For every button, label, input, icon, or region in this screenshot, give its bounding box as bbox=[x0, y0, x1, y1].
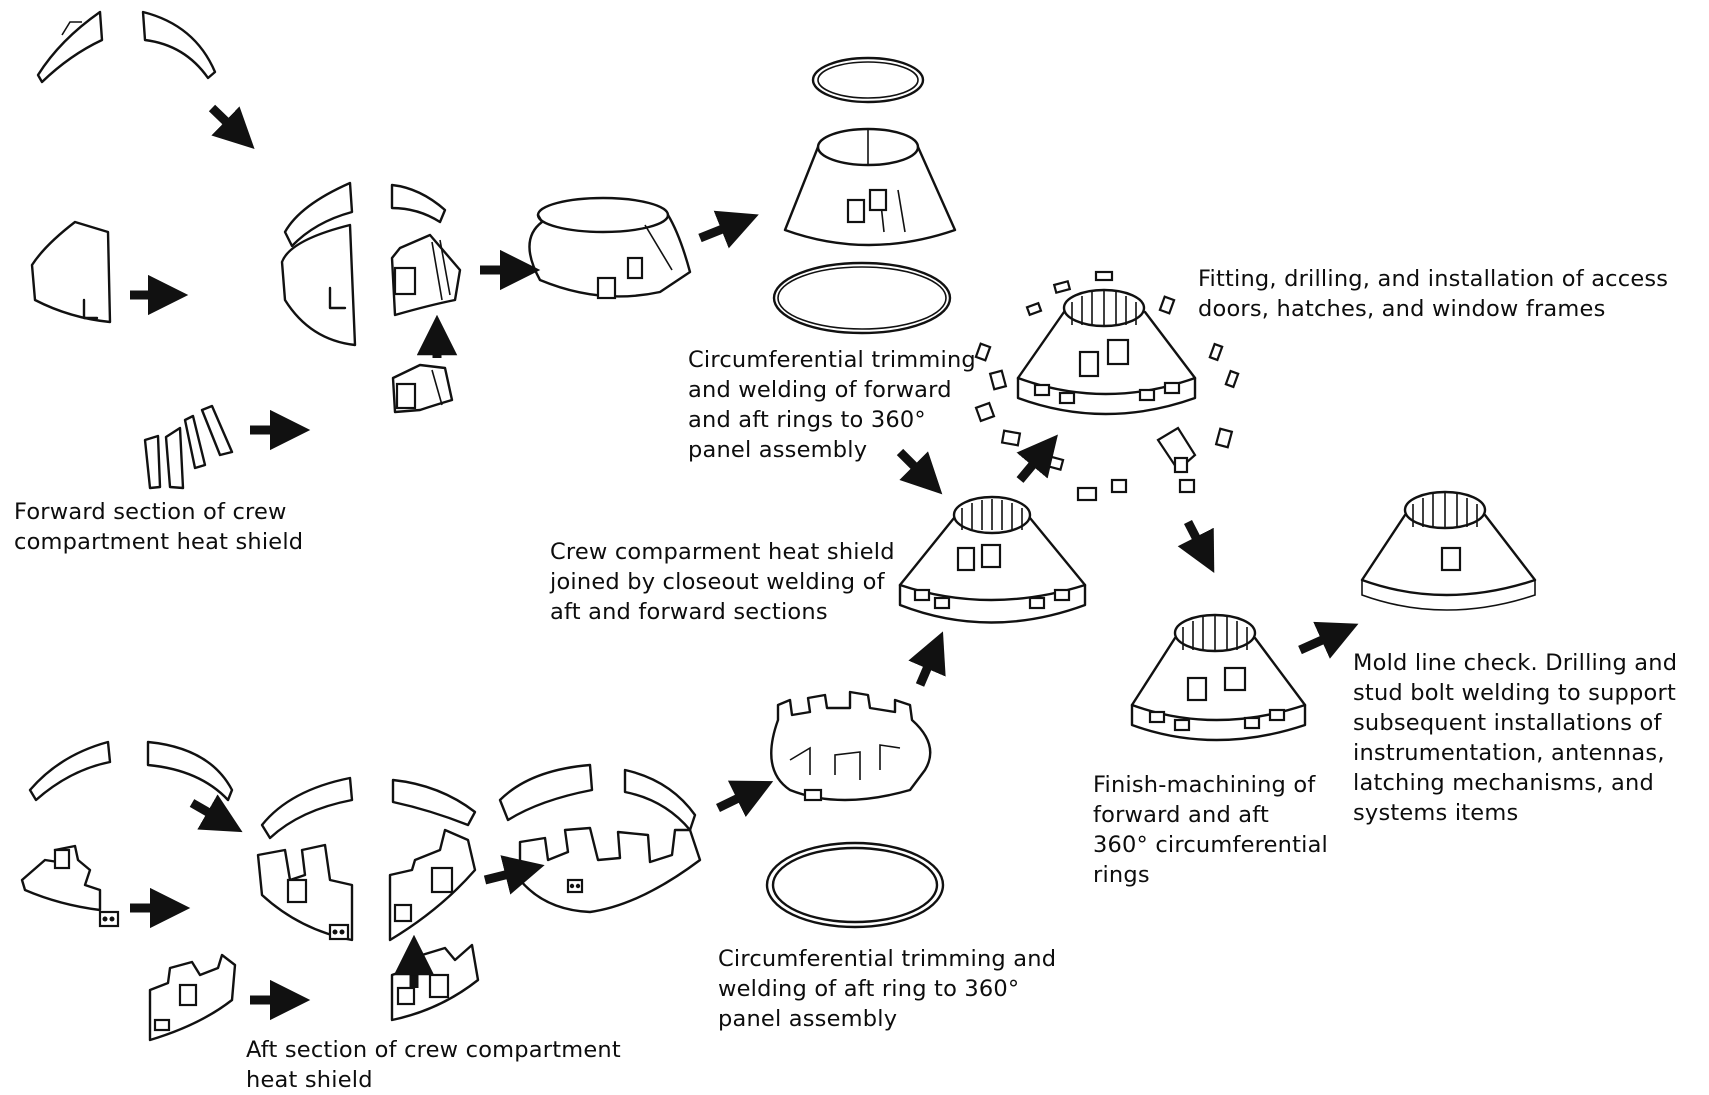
caption-line: Circumferential trimming and bbox=[718, 946, 1057, 972]
fitting-drilling-assembly bbox=[1016, 288, 1197, 416]
caption-line: Forward section of crew bbox=[14, 499, 287, 525]
crew-compartment-closeout bbox=[898, 495, 1087, 624]
fitting-caption: Fitting, drilling, and installation of a… bbox=[1198, 264, 1668, 324]
caption-line: welding of aft ring to 360° bbox=[718, 976, 1020, 1002]
caption-line: instrumentation, antennas, bbox=[1353, 740, 1665, 766]
aft-panel-top-left bbox=[28, 740, 112, 802]
caption-line: aft and forward sections bbox=[550, 599, 828, 625]
aft-cutout-panel-lower bbox=[148, 953, 237, 1042]
forward-cone bbox=[528, 196, 692, 300]
aft-section-caption: Aft section of crew compartment heat shi… bbox=[246, 1035, 621, 1095]
forward-cone-trim bbox=[783, 127, 957, 247]
caption-line: compartment heat shield bbox=[14, 529, 304, 555]
caption-line: latching mechanisms, and bbox=[1353, 770, 1654, 796]
mold-line-caption: Mold line check. Drilling and stud bolt … bbox=[1353, 648, 1677, 828]
caption-line: heat shield bbox=[246, 1067, 373, 1093]
aft-cutout-panel bbox=[20, 844, 120, 928]
forward-panel-top-right bbox=[141, 10, 217, 80]
caption-line: panel assembly bbox=[688, 437, 868, 463]
forward-panel-mid bbox=[30, 220, 112, 324]
aft-panel-top-right bbox=[146, 740, 234, 802]
aft-assembled-left bbox=[256, 776, 354, 942]
flow-arrows bbox=[130, 104, 1359, 1021]
aft-assembled-right bbox=[388, 778, 477, 942]
caption-line: rings bbox=[1093, 862, 1150, 888]
caption-line: and welding of forward bbox=[688, 377, 952, 403]
aft-crenellated-ring bbox=[770, 690, 932, 802]
caption-line: 360° circumferential bbox=[1093, 832, 1329, 858]
caption-line: doors, hatches, and window frames bbox=[1198, 296, 1606, 322]
forward-small-panel bbox=[391, 363, 454, 414]
forward-stiffeners bbox=[143, 404, 234, 490]
caption-line: Finish-machining of bbox=[1093, 772, 1316, 798]
caption-line: and aft rings to 360° bbox=[688, 407, 926, 433]
caption-line: forward and aft bbox=[1093, 802, 1270, 828]
caption-line: systems items bbox=[1353, 800, 1519, 826]
aft-ring-thick bbox=[765, 841, 945, 929]
finish-machining-caption: Finish-machining of forward and aft 360°… bbox=[1093, 770, 1328, 890]
trim-forward-aft-caption: Circumferential trimming and welding of … bbox=[688, 345, 976, 465]
forward-assembled-right bbox=[390, 183, 462, 317]
caption-line: Circumferential trimming bbox=[688, 347, 976, 373]
aft-small-panel bbox=[390, 943, 480, 1022]
aft-ring-thin bbox=[772, 261, 952, 335]
aft-assembled-ring bbox=[498, 763, 702, 914]
forward-section-caption: Forward section of crew compartment heat… bbox=[14, 497, 303, 557]
caption-line: Crew comparment heat shield bbox=[550, 539, 895, 565]
forward-top-ring bbox=[811, 56, 925, 104]
trim-aft-caption: Circumferential trimming and welding of … bbox=[718, 944, 1056, 1034]
caption-line: Fitting, drilling, and installation of a… bbox=[1198, 266, 1669, 292]
caption-line: stud bolt welding to support bbox=[1353, 680, 1676, 706]
finish-machining-cone bbox=[1130, 613, 1307, 742]
caption-line: joined by closeout welding of bbox=[550, 569, 885, 595]
forward-panel-top-left bbox=[36, 10, 104, 84]
caption-line: panel assembly bbox=[718, 1006, 898, 1032]
caption-line: Aft section of crew compartment bbox=[246, 1037, 621, 1063]
caption-line: subsequent installations of bbox=[1353, 710, 1662, 736]
closeout-weld-caption: Crew comparment heat shield joined by cl… bbox=[550, 537, 895, 627]
access-door-parts bbox=[974, 270, 1240, 502]
caption-line: Mold line check. Drilling and bbox=[1353, 650, 1678, 676]
forward-assembled-left bbox=[280, 181, 357, 347]
mold-line-cone bbox=[1360, 490, 1537, 611]
